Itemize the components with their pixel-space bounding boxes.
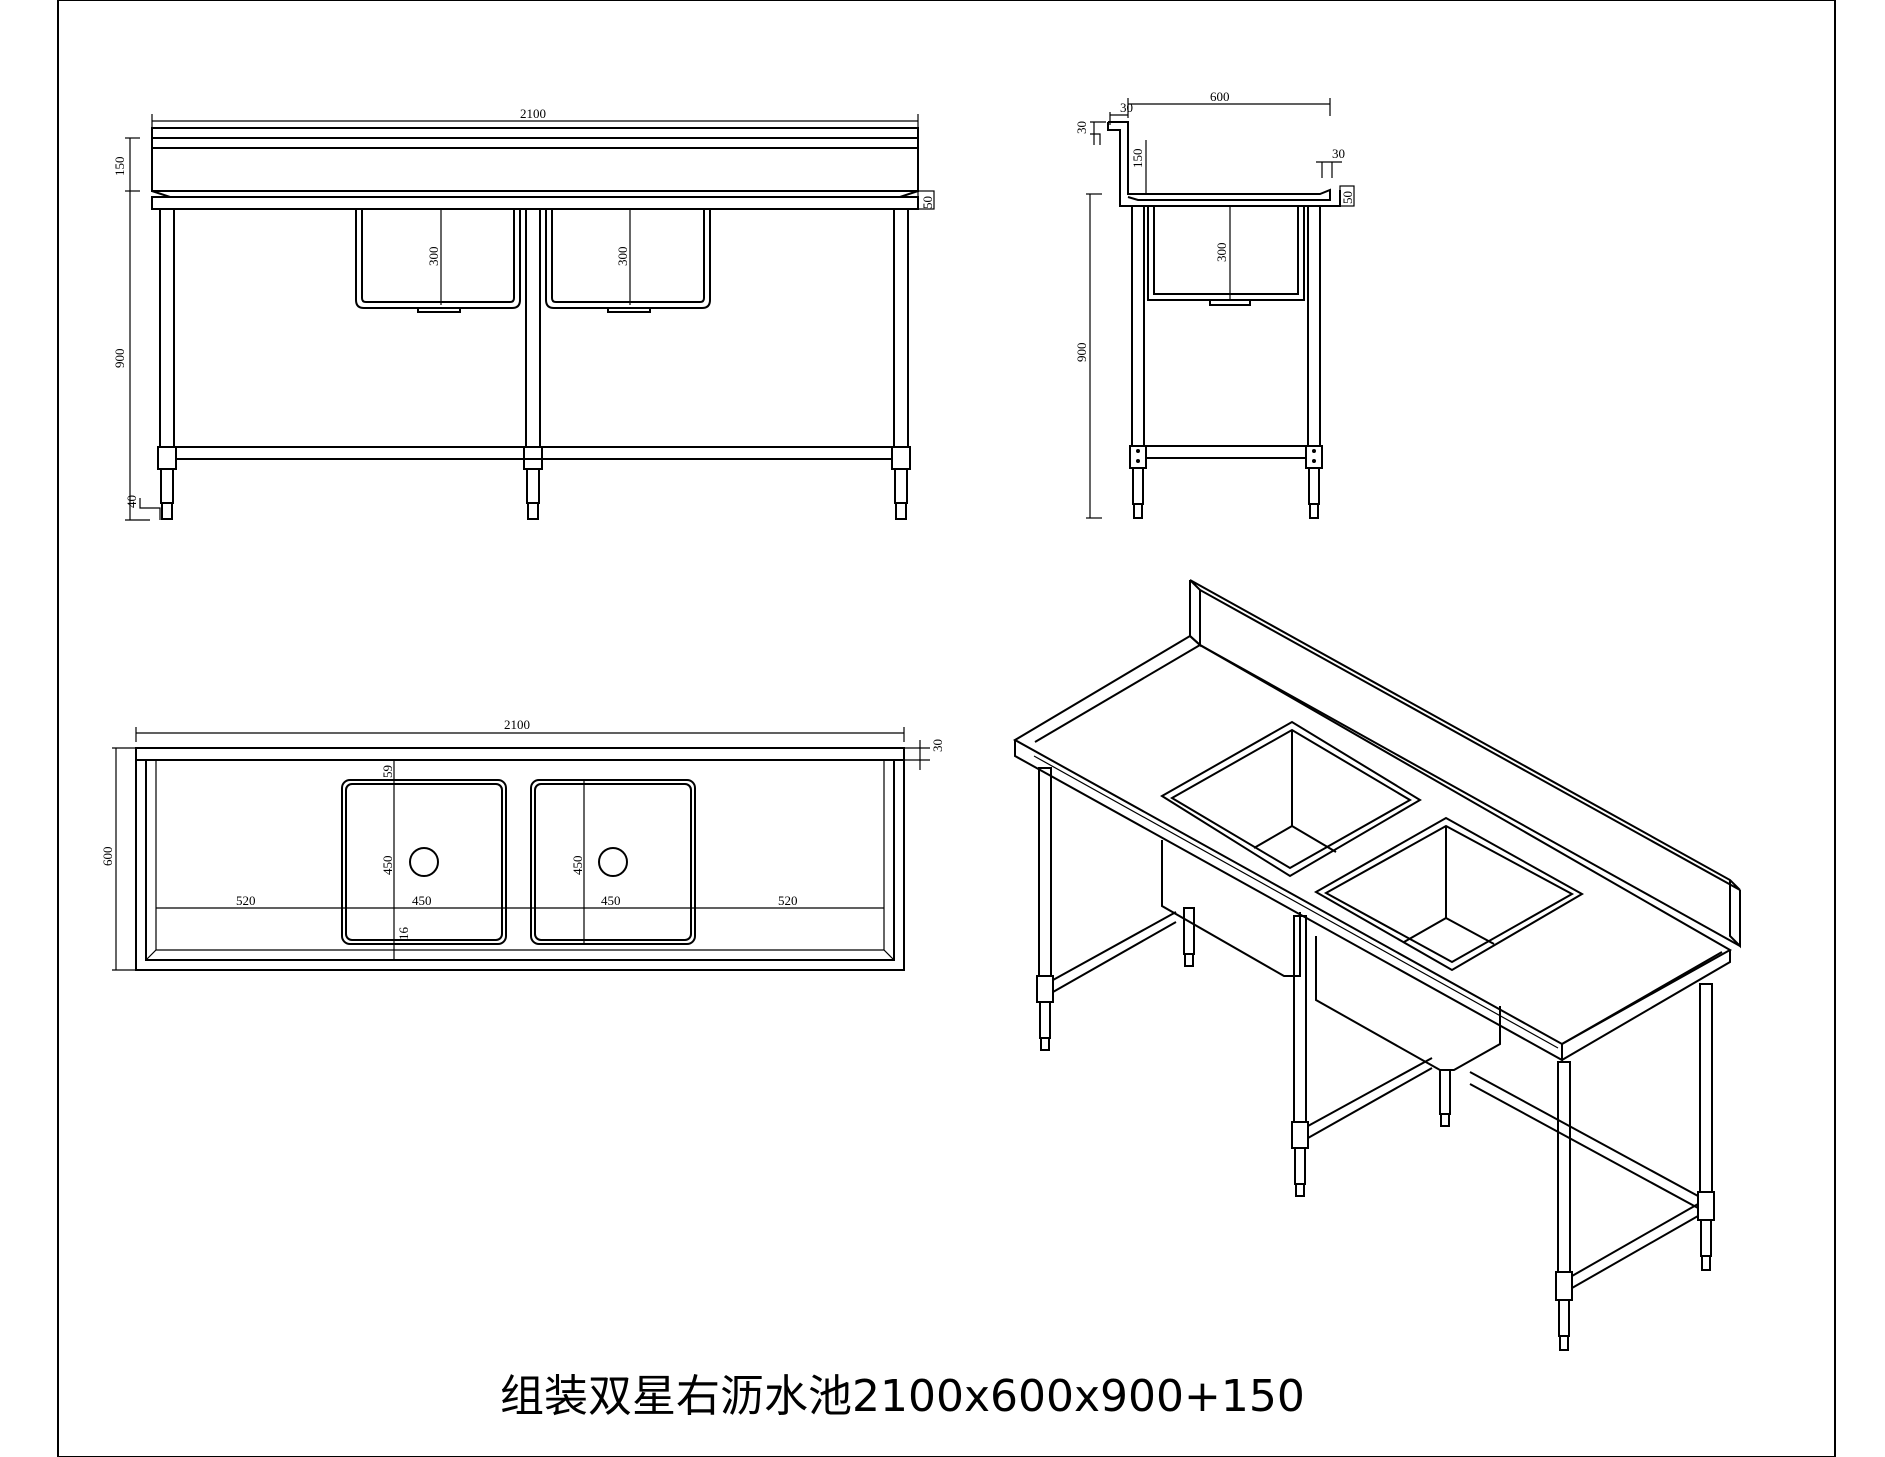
side-view: 600 30 30 150 30 50 bbox=[1074, 89, 1355, 519]
plan-bowl-width-left-dim: 450 bbox=[412, 893, 432, 908]
side-leg-height-dim: 900 bbox=[1074, 343, 1089, 363]
isometric-view bbox=[1012, 579, 1741, 1351]
plan-depth-dim: 600 bbox=[100, 847, 115, 867]
side-front-lip-dim: 30 bbox=[1332, 146, 1345, 161]
front-bowl-right-depth-dim: 300 bbox=[615, 247, 630, 267]
plan-bowl-length-left-dim: 450 bbox=[380, 856, 395, 876]
plan-bowl-length-right-dim: 450 bbox=[570, 856, 585, 876]
front-foot-dim: 40 bbox=[124, 495, 139, 508]
side-edge-dim: 50 bbox=[1340, 191, 1355, 204]
plan-bowl-width-right-dim: 450 bbox=[601, 893, 621, 908]
front-bowl-left-depth-dim: 300 bbox=[426, 247, 441, 267]
front-length-dim: 2100 bbox=[520, 106, 546, 121]
drawing-frame bbox=[57, 0, 1836, 1457]
plan-view: 2100 30 600 520 450 450 520 59 450 16 bbox=[100, 717, 945, 971]
plan-drainboard-right-dim: 520 bbox=[778, 893, 798, 908]
side-depth-dim: 600 bbox=[1210, 89, 1230, 104]
front-leg-height-dim: 900 bbox=[112, 349, 127, 369]
side-top-flange-dim: 30 bbox=[1074, 121, 1089, 134]
side-backsplash-dim: 150 bbox=[1130, 149, 1145, 169]
plan-length-dim: 2100 bbox=[504, 717, 530, 732]
front-edge-dim: 50 bbox=[920, 196, 935, 209]
plan-drainboard-left-dim: 520 bbox=[236, 893, 256, 908]
front-view: 2100 150 900 40 50 bbox=[112, 106, 935, 521]
plan-bowl-back-offset-dim: 59 bbox=[380, 765, 395, 778]
plan-bowl-front-offset-dim: 16 bbox=[396, 927, 411, 941]
side-bowl-depth-dim: 300 bbox=[1214, 243, 1229, 263]
front-backsplash-dim: 150 bbox=[112, 157, 127, 177]
plan-backsplash-dim: 30 bbox=[930, 739, 945, 752]
drawing-title: 组装双星右沥水池2100x600x900+150 bbox=[500, 1371, 1305, 1422]
side-top-lip-dim: 30 bbox=[1120, 100, 1133, 115]
